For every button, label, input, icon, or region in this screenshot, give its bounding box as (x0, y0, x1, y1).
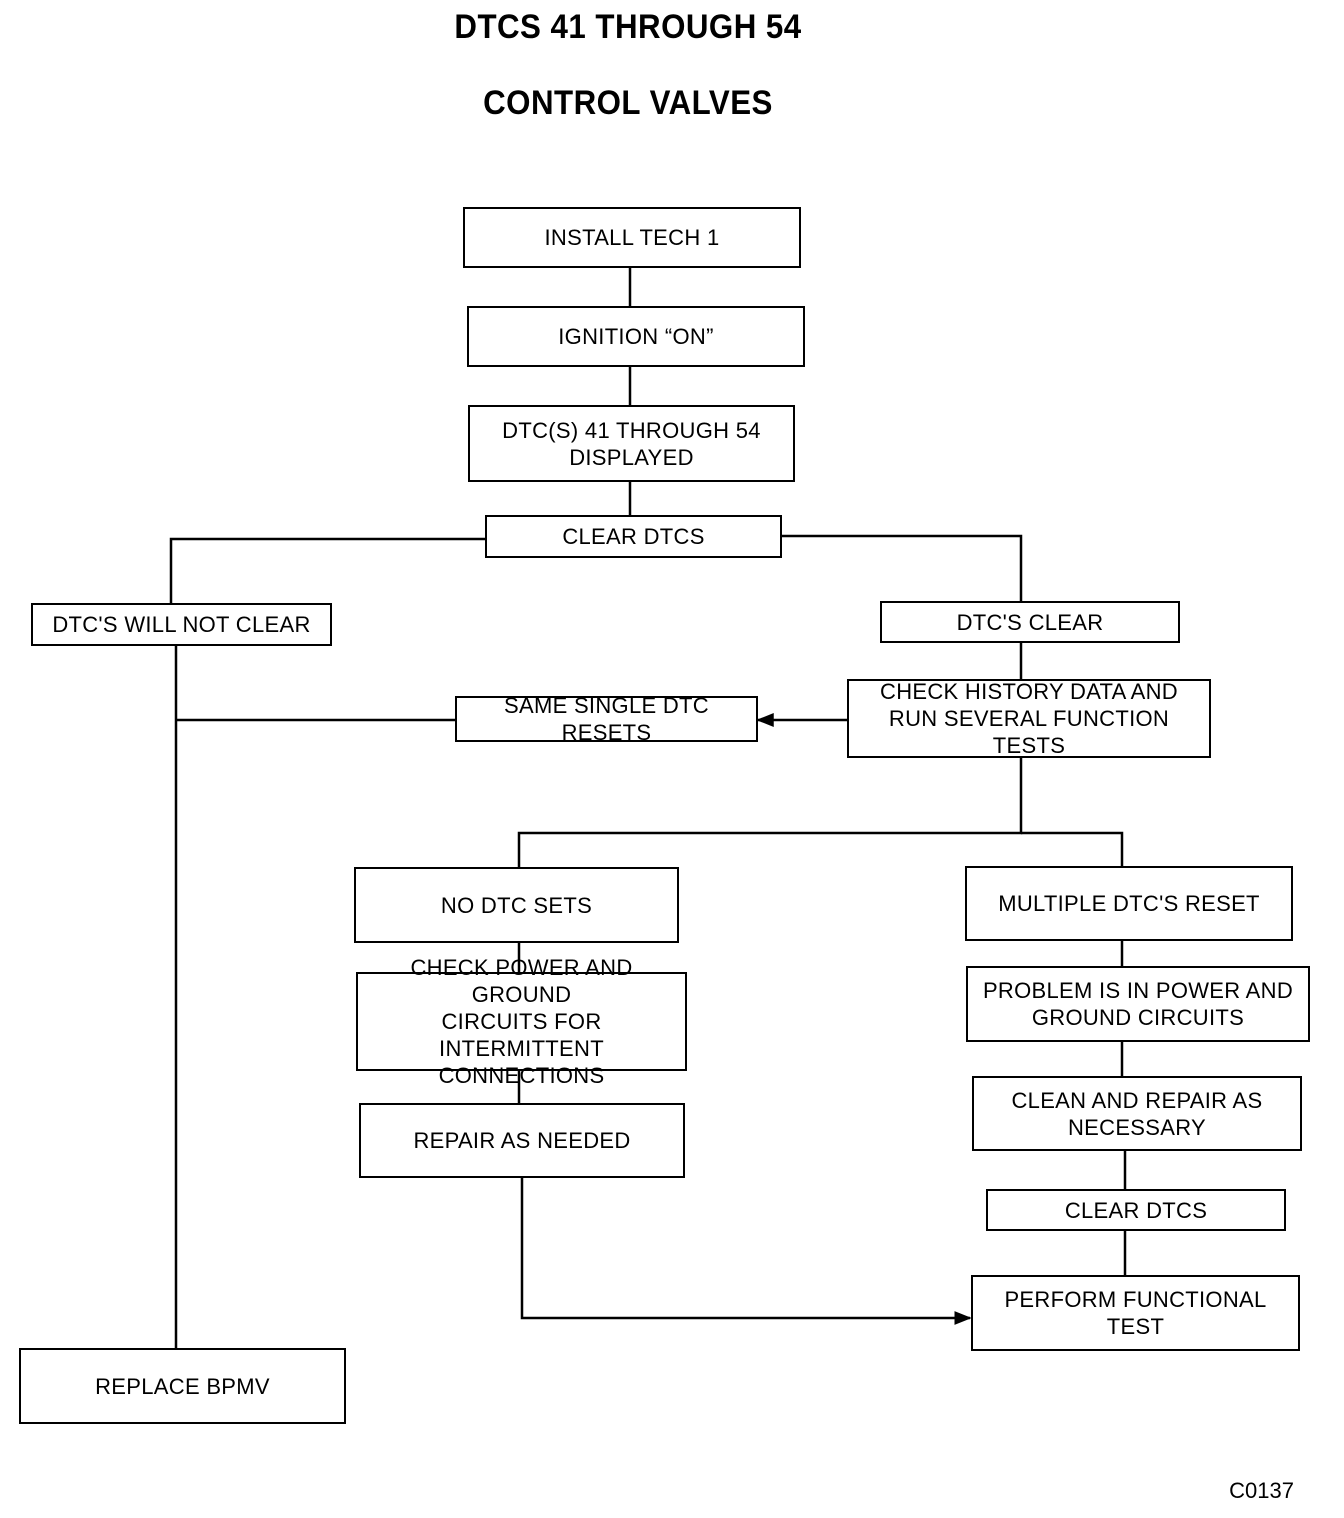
check-power-ground-box: CHECK POWER AND GROUND CIRCUITS FOR INTE… (356, 955, 687, 1088)
multiple-dtcs-reset-box: MULTIPLE DTC'S RESET (965, 866, 1293, 941)
dtcs-will-not-clear-label: DTC'S WILL NOT CLEAR (52, 612, 311, 637)
dtcs-will-not-clear-box: DTC'S WILL NOT CLEAR (31, 603, 332, 646)
replace-bpmv-box: REPLACE BPMV (19, 1348, 346, 1424)
problem-power-ground-label: PROBLEM IS IN POWER AND GROUND CIRCUITS (982, 978, 1294, 1030)
clean-repair-box: CLEAN AND REPAIR AS NECESSARY (972, 1076, 1302, 1151)
title-line-1: DTCS 41 THROUGH 54 (454, 8, 802, 46)
replace-bpmv-label: REPLACE BPMV (95, 1373, 270, 1399)
figure-id: C0137 (1229, 1478, 1294, 1503)
repair-as-needed-label: REPAIR AS NEEDED (413, 1128, 631, 1153)
dtcs-clear-label: DTC'S CLEAR (956, 609, 1104, 635)
problem-power-ground-box: PROBLEM IS IN POWER AND GROUND CIRCUITS (966, 966, 1310, 1042)
dtcs-displayed-label: DTC(S) 41 THROUGH 54 DISPLAYED (502, 417, 761, 470)
multiple-dtcs-reset-label: MULTIPLE DTC'S RESET (998, 891, 1260, 916)
check-history-box: CHECK HISTORY DATA AND RUN SEVERAL FUNCT… (847, 679, 1211, 758)
clear-dtcs-bottom-label: CLEAR DTCS (1064, 1197, 1208, 1223)
install-tech1-label: INSTALL TECH 1 (544, 225, 720, 250)
perform-functional-test-label: PERFORM FUNCTIONAL TEST (1004, 1287, 1267, 1339)
clear-dtcs-top-label: CLEAR DTCS (562, 524, 705, 549)
no-dtc-sets-label: NO DTC SETS (440, 892, 593, 918)
same-single-dtc-resets-box: SAME SINGLE DTC RESETS (455, 693, 758, 745)
repair-as-needed-box: REPAIR AS NEEDED (359, 1103, 685, 1178)
clear-dtcs-bottom-box: CLEAR DTCS (986, 1189, 1286, 1231)
dtcs-clear-box: DTC'S CLEAR (880, 601, 1180, 643)
same-single-dtc-resets-label: SAME SINGLE DTC RESETS (504, 693, 709, 745)
install-tech1-box: INSTALL TECH 1 (463, 207, 801, 268)
perform-functional-test-box: PERFORM FUNCTIONAL TEST (971, 1275, 1300, 1351)
check-history-label: CHECK HISTORY DATA AND RUN SEVERAL FUNCT… (880, 679, 1178, 758)
ignition-on-box: IGNITION “ON” (467, 306, 805, 367)
title-line-2: CONTROL VALVES (483, 84, 773, 122)
ignition-on-label: IGNITION “ON” (558, 324, 714, 349)
clear-dtcs-top-box: CLEAR DTCS (485, 515, 782, 558)
check-power-ground-label: CHECK POWER AND GROUND CIRCUITS FOR INTE… (410, 955, 633, 1088)
no-dtc-sets-box: NO DTC SETS (354, 867, 679, 943)
clean-repair-label: CLEAN AND REPAIR AS NECESSARY (1011, 1087, 1263, 1140)
dtcs-displayed-box: DTC(S) 41 THROUGH 54 DISPLAYED (468, 405, 795, 482)
